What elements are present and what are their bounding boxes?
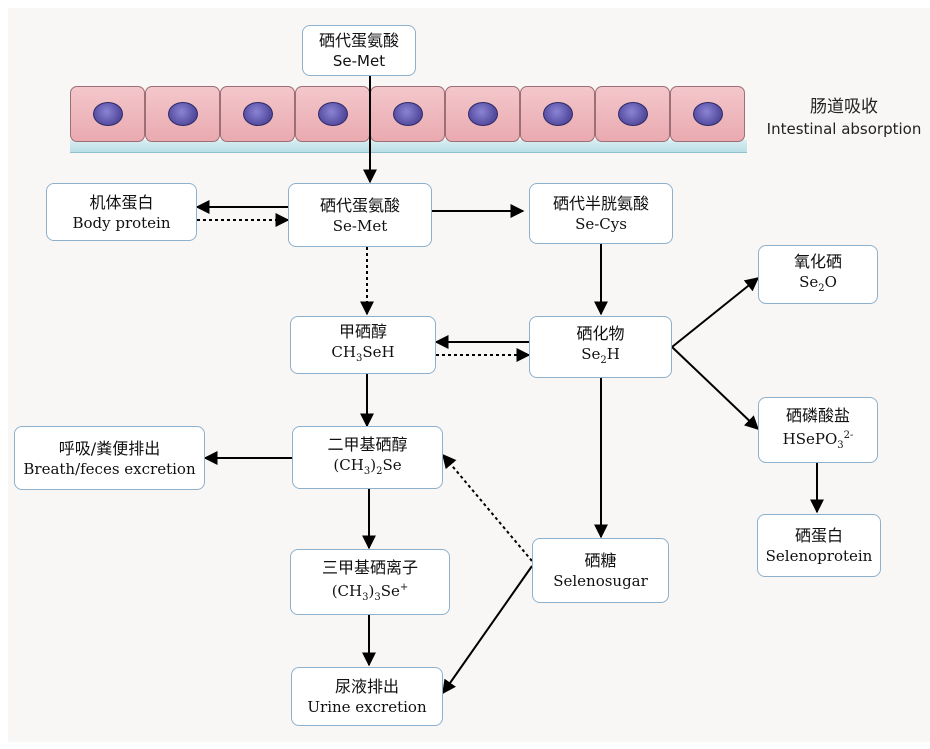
formula-part: Se [799,272,819,291]
node-en-formula: HSePO32- [783,426,854,456]
node-selenoprotein: 硒蛋白 Selenoprotein [757,514,881,577]
node-methylselenol: 甲硒醇 CH3SeH [290,316,436,374]
node-trimethylselenonium: 三甲基硒离子 (CH3)3Se+ [290,549,450,615]
node-en-label: Selenosugar [553,572,648,590]
node-dimethylselenide: 二甲基硒醇 (CH3)2Se [292,426,443,489]
epithelial-cell [145,86,220,142]
node-cn-label: 硒糖 [584,551,617,570]
node-en-label: Breath/feces excretion [23,459,196,478]
formula-superscript: + [399,581,409,593]
epithelial-cell [445,86,520,142]
formula-part: ) [370,455,377,474]
nucleus-icon [543,102,573,126]
node-cn-label: 硒代蛋氨酸 [318,31,399,50]
arrow-selenide-to-oxide [671,277,760,348]
intestinal-cells [70,86,747,142]
node-en-label: Body protein [72,213,171,232]
node-semet-mid: 硒代蛋氨酸 Se-Met [288,183,432,247]
formula-part: Se [382,455,402,474]
epithelial-cell [520,86,595,142]
formula-part: HSePO [782,429,838,448]
node-en-label: Se-Met [332,216,388,235]
formula-subscript: 3 [362,591,369,603]
formula-part: (CH [331,581,363,600]
nucleus-icon [693,102,723,126]
node-semet-top: 硒代蛋氨酸 Se-Met [302,25,416,76]
node-cn-label: 硒代半胱氨酸 [552,194,649,213]
formula-part: H [606,345,620,363]
epithelial-cell [295,86,370,142]
node-cn-label: 呼吸/粪便排出 [58,438,161,458]
node-selenophosphate: 硒磷酸盐 HSePO32- [758,397,878,463]
node-en-formula: (CH3)2Se [333,455,401,482]
node-en-formula: (CH3)3Se+ [332,578,409,608]
node-cn-label: 硒蛋白 [794,526,843,545]
node-secys: 硒代半胱氨酸 Se-Cys [529,183,673,244]
formula-part: CH [331,343,356,361]
formula-subscript: 2 [600,355,607,366]
node-cn-label: 机体蛋白 [89,192,154,212]
formula-superscript: 2- [843,429,854,441]
formula-subscript: 2 [818,282,825,294]
epithelial-cell [370,86,445,142]
node-cn-label: 二甲基硒醇 [327,434,408,454]
epithelial-cell [220,86,295,142]
arrow-selenosugar-to-urine [442,565,533,695]
formula-subscript: 3 [837,439,844,451]
formula-subscript: 2 [376,465,383,477]
formula-subscript: 3 [355,353,363,364]
node-en-label: Selenoprotein [765,547,873,565]
node-cn-label: 硒磷酸盐 [785,405,850,425]
nucleus-icon [318,102,348,126]
node-urine-excretion: 尿液排出 Urine excretion [291,667,443,726]
epithelial-cell [595,86,670,142]
epithelial-cell [70,86,145,142]
node-cn-label: 尿液排出 [334,677,399,696]
formula-subscript: 3 [363,465,371,477]
node-cn-label: 三甲基硒离子 [321,557,418,577]
node-selenide: 硒化物 Se2H [529,316,672,378]
node-en-label: Se-Cys [575,215,627,233]
node-selenosugar: 硒糖 Selenosugar [532,538,669,603]
node-en-formula: Se2H [581,344,620,371]
node-breath-feces: 呼吸/粪便排出 Breath/feces excretion [14,426,205,490]
formula-part: O [824,272,837,291]
node-en-formula: Se2O [799,272,837,299]
intestinal-absorption-en: Intestinal absorption [766,120,922,138]
intestinal-membrane [70,140,747,153]
node-selenium-oxide: 氧化硒 Se2O [758,245,878,304]
node-body-protein: 机体蛋白 Body protein [46,183,197,241]
nucleus-icon [618,102,648,126]
intestinal-absorption-label: 肠道吸收 Intestinal absorption [758,96,930,140]
node-en-label: Urine excretion [307,698,427,716]
nucleus-icon [393,102,423,126]
formula-part: (CH [333,455,364,474]
intestinal-absorption-cn: 肠道吸收 [810,97,878,117]
node-en-formula: CH3SeH [331,342,394,369]
formula-part: SeH [362,343,395,361]
nucleus-icon [168,102,198,126]
epithelial-cell [670,86,745,142]
formula-part: Se [581,345,601,363]
node-cn-label: 甲硒醇 [338,322,387,341]
arrow-selenide-to-selenophosphate [671,346,760,430]
nucleus-icon [468,102,498,126]
node-cn-label: 硒化物 [576,324,625,343]
formula-part: Se [380,581,400,600]
node-cn-label: 硒代蛋氨酸 [319,195,400,215]
formula-subscript: 3 [374,591,381,603]
nucleus-icon [93,102,123,126]
arrow-selenosugar-to-dimethyl [442,453,533,562]
node-en-label: Se-Met [332,52,386,70]
node-cn-label: 氧化硒 [793,251,842,271]
nucleus-icon [243,102,273,126]
formula-part: ) [368,581,375,600]
